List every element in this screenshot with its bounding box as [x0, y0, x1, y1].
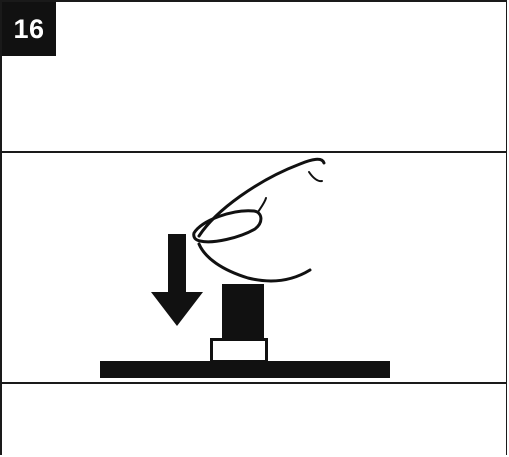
- step-number-badge: 16: [2, 2, 56, 56]
- finger-icon: [192, 157, 326, 283]
- bottom-divider: [2, 382, 507, 384]
- down-arrow-icon: [151, 234, 203, 326]
- push-button-icon: [210, 284, 268, 363]
- top-divider: [2, 151, 507, 153]
- circuit-board-icon: [100, 361, 390, 378]
